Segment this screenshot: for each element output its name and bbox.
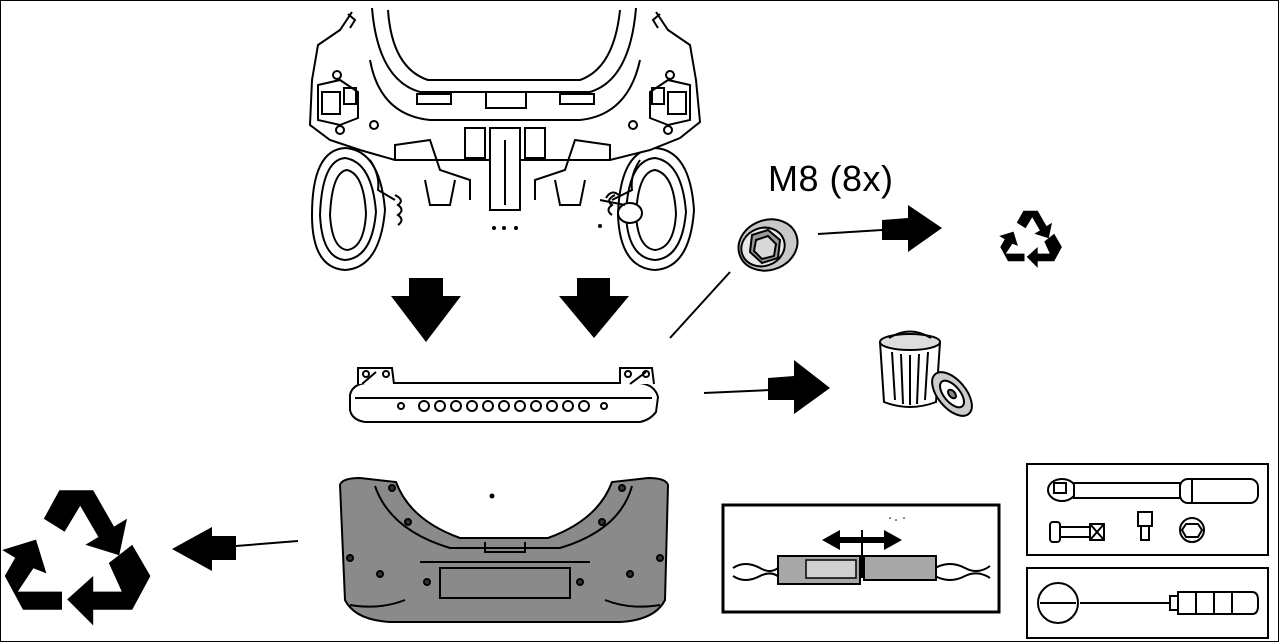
rear-bumper-cover	[338, 476, 670, 623]
bolt-to-recycle-arrow	[817, 205, 942, 252]
flat-screwdriver-icon	[1037, 582, 1259, 624]
wire-harness-connector-detail	[721, 503, 1001, 614]
socket-icon	[1137, 511, 1153, 541]
socket-extension-icon	[1049, 521, 1105, 543]
down-arrow-icon	[391, 278, 629, 342]
tools-panel-sockets	[1026, 463, 1269, 556]
bumper-to-recycle-arrow	[172, 527, 299, 571]
flange-nut-icon	[737, 218, 799, 272]
hex-socket-icon	[1179, 517, 1205, 543]
tools-panel-screwdriver	[1026, 567, 1269, 639]
bar-to-trash-arrow	[703, 360, 830, 414]
recycle-icon	[2, 490, 151, 626]
car-rear-underbody-illustration	[308, 7, 702, 272]
ratchet-wrench-icon	[1047, 478, 1259, 504]
recycle-icon	[999, 210, 1062, 268]
bumper-reinforcement-bar	[349, 367, 660, 423]
bolt-leader-line	[669, 271, 731, 339]
bolt-size-quantity-label: M8 (8x)	[768, 158, 894, 199]
trash-bin-icon	[879, 330, 973, 417]
